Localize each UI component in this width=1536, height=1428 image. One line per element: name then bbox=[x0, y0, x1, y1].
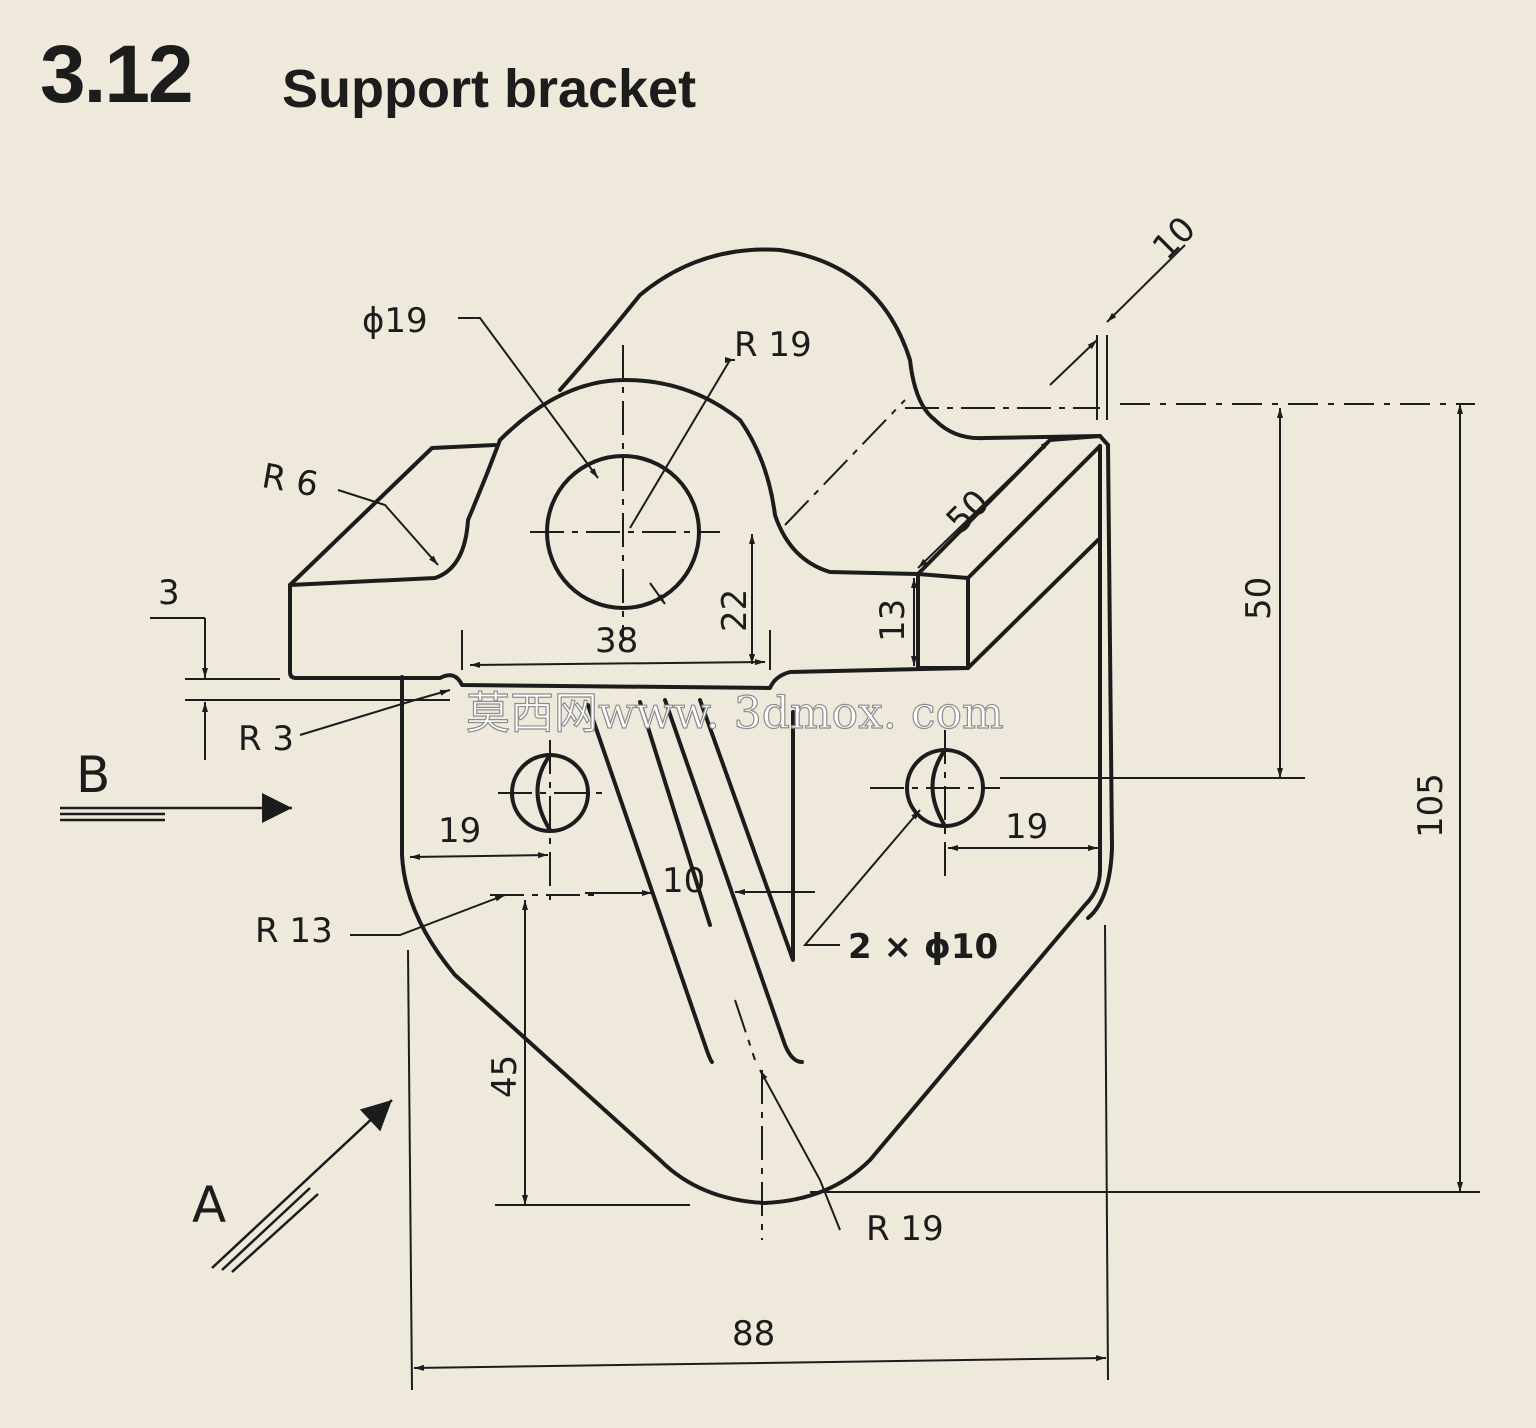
exercise-number: 3.12 bbox=[40, 29, 194, 120]
label-phi19: ϕ19 bbox=[362, 301, 428, 341]
rear-hump-left bbox=[558, 293, 642, 392]
centre-lines bbox=[490, 345, 1100, 1240]
dimension-labels: ϕ19 R 19 10 R 6 50 3 38 22 13 50 105 R 3… bbox=[76, 209, 1451, 1354]
base-plate-top bbox=[288, 438, 502, 587]
label-r6: R 6 bbox=[259, 456, 321, 505]
dimension-lines bbox=[150, 244, 1480, 1391]
label-three: 3 bbox=[158, 573, 180, 613]
label-fortyfive: 45 bbox=[485, 1055, 525, 1098]
vertical-plate-right-edge bbox=[1086, 443, 1114, 920]
vertical-plate-left bbox=[400, 538, 1102, 1205]
label-r13: R 13 bbox=[255, 911, 333, 951]
label-r3: R 3 bbox=[238, 719, 294, 759]
label-fifty-right: 50 bbox=[1239, 577, 1279, 620]
label-r19-bottom: R 19 bbox=[866, 1209, 944, 1249]
arrow-a bbox=[211, 1099, 393, 1269]
base-plate-front bbox=[288, 572, 970, 690]
label-r19-top: R 19 bbox=[734, 325, 812, 365]
label-thirteen: 13 bbox=[873, 599, 913, 642]
exercise-title: Support bracket bbox=[282, 59, 697, 119]
label-ten-slot: 10 bbox=[662, 861, 705, 901]
label-onehundredfive: 105 bbox=[1411, 773, 1451, 838]
boss-back-arc bbox=[498, 378, 920, 576]
label-nineteen-left: 19 bbox=[438, 811, 481, 851]
view-arrows bbox=[60, 793, 393, 1273]
slot-left bbox=[586, 700, 714, 1064]
label-twentytwo: 22 bbox=[715, 589, 755, 632]
label-view-a: A bbox=[192, 1176, 226, 1234]
label-eightyeight: 88 bbox=[732, 1314, 775, 1354]
watermark: 莫西网www. 3dmox. com bbox=[466, 688, 1004, 739]
label-nineteen-right: 19 bbox=[1005, 807, 1048, 847]
label-two-holes: 2 × ϕ10 bbox=[848, 927, 998, 967]
right-block bbox=[916, 434, 1102, 670]
label-ten-top: 10 bbox=[1145, 209, 1204, 268]
label-thirtyeight: 38 bbox=[595, 621, 638, 661]
slot-right bbox=[663, 698, 804, 1064]
rear-hump bbox=[638, 247, 1110, 447]
label-fifty-diag: 50 bbox=[939, 482, 998, 541]
label-view-b: B bbox=[76, 746, 110, 804]
